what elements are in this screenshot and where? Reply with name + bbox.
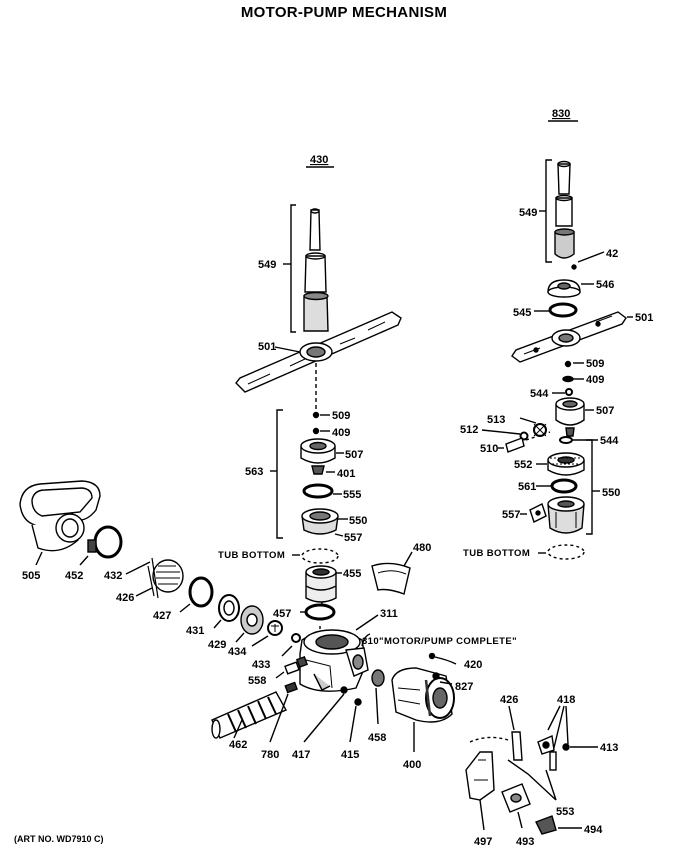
part-callout-label: 455 xyxy=(343,568,361,580)
part-callout-label: 553 xyxy=(556,806,574,818)
part-callout-label: 497 xyxy=(474,836,492,848)
part-546 xyxy=(547,279,581,298)
part-780 xyxy=(284,681,298,694)
part-455-pump-housing xyxy=(305,565,337,603)
part-callout-label: 780 xyxy=(261,749,279,761)
right-stack-830: 830 549 42 546 xyxy=(460,108,653,560)
part-462-hose xyxy=(211,691,287,739)
part-callout-label: 480 xyxy=(413,542,431,554)
part-callout-label: 501 xyxy=(258,341,276,353)
part-418 xyxy=(537,734,557,771)
part-501-left-spray-arm xyxy=(235,311,402,393)
part-callout-label: 555 xyxy=(343,489,361,501)
part-callout-label: 544 xyxy=(530,388,549,400)
part-callout-label: 433 xyxy=(252,659,270,671)
part-callout-label: 563 xyxy=(245,466,263,478)
svg-text:TUB BOTTOM: TUB BOTTOM xyxy=(218,550,285,561)
part-507-left xyxy=(300,438,336,464)
part-callout-label: 552 xyxy=(514,459,532,471)
part-callout-label: 415 xyxy=(341,749,359,761)
part-callout-label: 549 xyxy=(519,207,537,219)
part-callout-label: 426 xyxy=(500,694,518,706)
part-callout-label: 513 xyxy=(487,414,505,426)
part-callout-label: 417 xyxy=(292,749,310,761)
part-callout-label: 400 xyxy=(403,759,421,771)
part-550-right xyxy=(547,496,585,534)
part-callout-label: 42 xyxy=(606,248,618,260)
part-callout-label: 549 xyxy=(258,259,276,271)
part-callout-label: 546 xyxy=(596,279,614,291)
part-callout-label: 505 xyxy=(22,570,40,582)
part-557-right xyxy=(529,503,547,523)
part-callout-label: 409 xyxy=(332,427,350,439)
part-callout-label: 510 xyxy=(480,443,498,455)
part-callout-label: 427 xyxy=(153,610,171,622)
part-429 xyxy=(240,605,264,635)
part-callout-label: 418 xyxy=(557,694,575,706)
part-callout-label: 550 xyxy=(349,515,367,527)
part-501-right-spray-arm xyxy=(511,311,627,363)
part-callout-label: 493 xyxy=(516,836,534,848)
part-callout-label: 431 xyxy=(186,625,204,637)
part-400-motor xyxy=(391,667,455,723)
part-callout-label: 512 xyxy=(460,424,478,436)
part-558 xyxy=(284,655,309,675)
part-callout-label: 509 xyxy=(586,358,604,370)
page-title: MOTOR-PUMP MECHANISM xyxy=(240,4,448,21)
part-callout-label: 507 xyxy=(596,405,614,417)
part-callout-label: 557 xyxy=(344,532,362,544)
part-callout-label: 457 xyxy=(273,608,291,620)
part-426-bracket xyxy=(511,731,523,761)
part-callout-label: 545 xyxy=(513,307,531,319)
part-493 xyxy=(501,783,531,813)
part-549-right xyxy=(554,160,575,259)
svg-text:TUB BOTTOM: TUB BOTTOM xyxy=(463,548,530,559)
part-callout-label: 420 xyxy=(464,659,482,671)
svg-text:310"MOTOR/PUMP COMPLETE": 310"MOTOR/PUMP COMPLETE" xyxy=(362,636,517,647)
part-480 xyxy=(371,562,411,595)
section-label-830: 830 xyxy=(552,108,570,120)
section-label-430: 430 xyxy=(310,154,328,166)
part-callout-label: 827 xyxy=(455,681,473,693)
part-549-left xyxy=(303,208,329,332)
part-callout-label: 558 xyxy=(248,675,266,687)
left-stack-430: 430 549 501 xyxy=(19,154,618,848)
part-callout-label: 429 xyxy=(208,639,226,651)
part-callout-label: 432 xyxy=(104,570,122,582)
part-callout-label: 426 xyxy=(116,592,134,604)
part-497-bracket xyxy=(465,751,495,801)
part-callout-label: 311 xyxy=(380,608,398,620)
part-callout-label: 561 xyxy=(518,481,536,493)
part-311-pump-body xyxy=(299,629,369,692)
part-callout-label: 409 xyxy=(586,374,604,386)
part-callout-label: 501 xyxy=(635,312,653,324)
part-505 xyxy=(19,480,101,552)
part-452-clamp xyxy=(87,525,123,559)
art-number: (ART NO. WD7910 C) xyxy=(14,834,104,844)
part-callout-label: 434 xyxy=(228,646,247,658)
part-callout-label: 507 xyxy=(345,449,363,461)
part-callout-label: 452 xyxy=(65,570,83,582)
part-callout-label: 494 xyxy=(584,824,603,836)
part-507-right xyxy=(555,397,585,437)
part-callout-label: 550 xyxy=(602,487,620,499)
part-552 xyxy=(547,452,585,476)
part-callout-label: 458 xyxy=(368,732,386,744)
part-callout-label: 544 xyxy=(600,435,619,447)
part-550-left xyxy=(301,508,339,535)
part-callout-label: 401 xyxy=(337,468,355,480)
part-callout-label: 509 xyxy=(332,410,350,422)
part-callout-label: 557 xyxy=(502,509,520,521)
part-callout-label: 462 xyxy=(229,739,247,751)
part-426 xyxy=(147,557,184,599)
part-callout-label: 413 xyxy=(600,742,618,754)
